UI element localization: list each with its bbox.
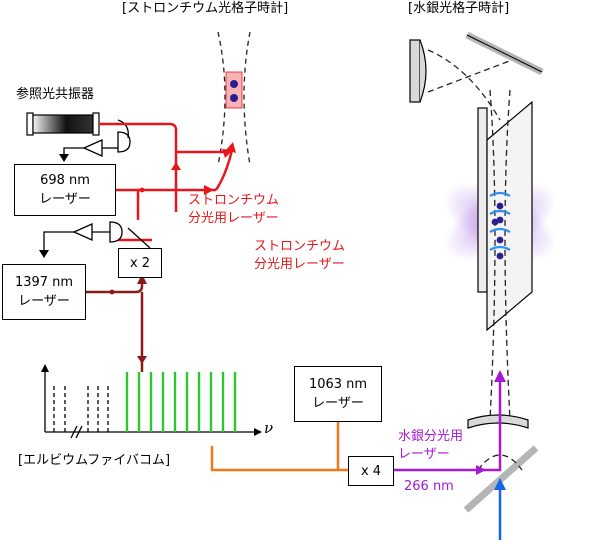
sr-laser-beams	[99, 122, 228, 242]
laser-1063-box: 1063 nm レーザー	[294, 366, 382, 422]
quadrupler-label: x 4	[360, 463, 382, 479]
hg-atom-traps	[489, 191, 511, 251]
strontium-clock-title: [ストロンチウム光格子時計]	[122, 1, 289, 16]
sr-atoms	[230, 80, 238, 102]
sr-spectroscopy-label-1: ストロンチウム 分光用レーザー	[188, 192, 279, 228]
beam-1063	[210, 422, 348, 472]
hg-spectroscopy-label-line1: 水銀分光用	[398, 429, 464, 444]
laser-1397-box: 1397 nm レーザー	[2, 264, 86, 320]
erbium-comb-label: [エルビウムファイバコム]	[18, 453, 171, 468]
sr-probe-arrow	[214, 142, 236, 191]
hg-spectroscopy-label: 水銀分光用 レーザー	[398, 428, 463, 464]
laser-1397-wavelength: 1397 nm	[14, 275, 74, 290]
blue-beam	[494, 478, 506, 540]
doubler-label: x 2	[129, 255, 151, 271]
hg-atoms	[491, 202, 504, 260]
hg-mirrors	[409, 31, 544, 513]
hg-spectroscopy-label-line2: レーザー	[398, 447, 450, 462]
sr-spectroscopy-label-2: ストロンチウム 分光用レーザー	[254, 238, 345, 274]
laser-698-wavelength: 698 nm	[40, 173, 90, 188]
laser-698-label: レーザー	[39, 192, 91, 207]
reference-cavity-label: 参照光共振器	[16, 87, 95, 102]
laser-1063-wavelength: 1063 nm	[308, 377, 368, 392]
servo-amplifier-2	[39, 221, 151, 258]
laser-1397-label: レーザー	[18, 294, 70, 309]
sr-spectroscopy-label-1-line2: 分光用レーザー	[188, 211, 279, 226]
laser-1397-arrows	[109, 274, 147, 364]
doubler-box: x 2	[118, 248, 162, 278]
sr-atom-cell	[225, 71, 243, 109]
reference-cavity	[26, 112, 100, 136]
mercury-clock-title: [水銀光格子時計]	[408, 1, 510, 16]
laser-1063-label: レーザー	[312, 396, 364, 411]
quadrupler-box: x 4	[348, 456, 394, 486]
photodetector-icon	[117, 119, 131, 153]
wavelength-266-label: 266 nm	[404, 479, 454, 494]
nu-axis-label: ν	[264, 419, 274, 437]
sr-spectroscopy-label-2-line1: ストロンチウム	[254, 239, 346, 254]
servo-amplifier-1	[59, 138, 118, 162]
sr-spectroscopy-label-1-line1: ストロンチウム	[188, 193, 280, 208]
sr-beam-arrows	[139, 149, 233, 195]
laser-1397-beams	[86, 274, 144, 372]
comb-teeth	[125, 372, 237, 432]
laser-698-box: 698 nm レーザー	[14, 164, 116, 216]
comb-dashed-teeth	[53, 386, 109, 432]
strontium-lattice	[217, 31, 251, 166]
hg-laser-beam	[394, 370, 506, 475]
hg-lattice-beams	[427, 49, 523, 471]
sr-spectroscopy-label-2-line2: 分光用レーザー	[254, 257, 345, 272]
